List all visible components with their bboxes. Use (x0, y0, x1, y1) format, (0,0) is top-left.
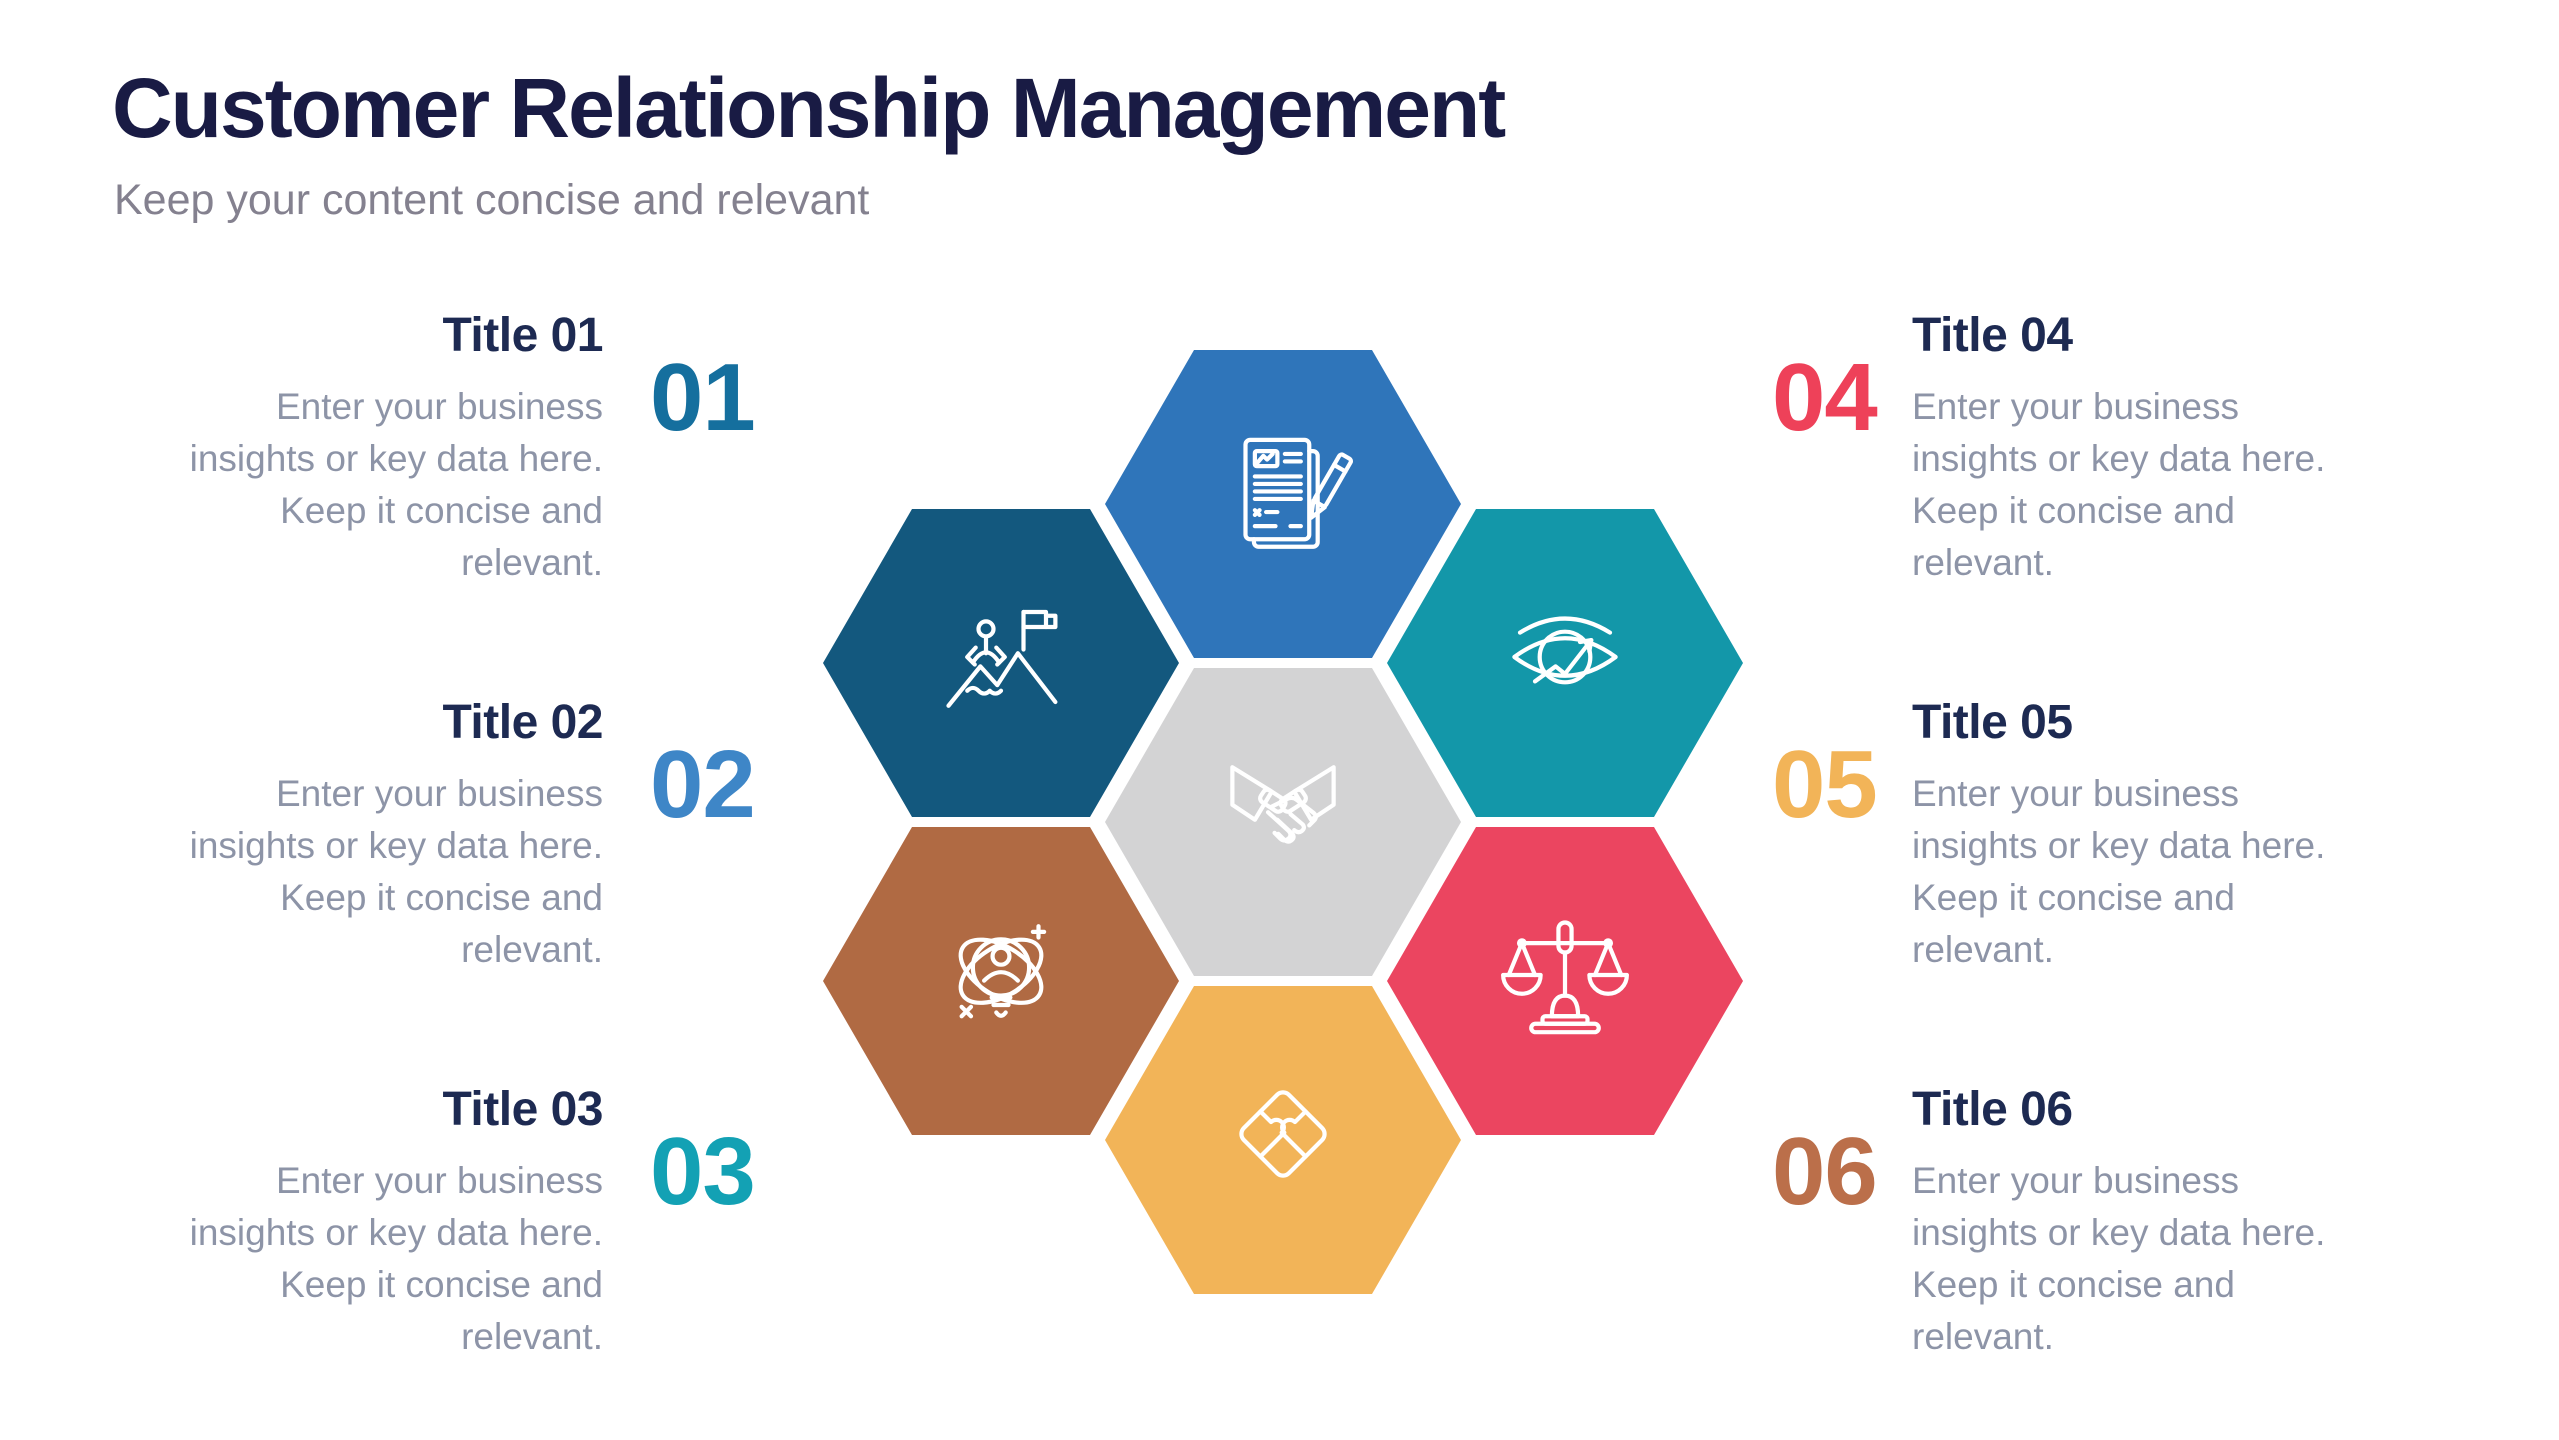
eye-growth-icon (1512, 616, 1618, 685)
item-06-number: 06 (1772, 1118, 1878, 1225)
item-06: 06 Title 06 Enter your business insights… (1772, 1082, 2492, 1363)
item-05: 05 Title 05 Enter your business insights… (1772, 695, 2492, 976)
item-02-number: 02 (650, 731, 756, 838)
item-02-text: Title 02 Enter your business insights or… (103, 695, 604, 976)
item-01-title: Title 01 (442, 309, 603, 362)
page-subtitle: Keep your content concise and relevant (114, 176, 870, 224)
item-01-text: Title 01 Enter your business insights or… (103, 308, 604, 589)
page-title: Customer Relationship Management (112, 61, 1506, 155)
item-01-description: Enter your business insights or key data… (189, 386, 603, 583)
hexagon-partnership (1105, 668, 1461, 976)
item-04-text: Title 04 Enter your business insights or… (1912, 308, 2472, 589)
item-03: Title 03 Enter your business insights or… (103, 1082, 893, 1363)
hexagon-integration (1105, 986, 1461, 1294)
item-01-number: 01 (650, 344, 756, 451)
item-02: Title 02 Enter your business insights or… (103, 695, 893, 976)
handshake-icon (1230, 765, 1336, 844)
item-06-title: Title 06 (1912, 1083, 2073, 1136)
item-03-text: Title 03 Enter your business insights or… (103, 1082, 604, 1363)
item-02-title: Title 02 (442, 696, 603, 749)
atom-bulb-icon (958, 924, 1047, 1019)
item-02-description: Enter your business insights or key data… (189, 773, 603, 970)
item-05-title: Title 05 (1912, 696, 2073, 749)
item-01: Title 01 Enter your business insights or… (103, 308, 893, 589)
item-03-number: 03 (650, 1118, 756, 1225)
mountain-flag-icon (946, 609, 1058, 708)
item-06-description: Enter your business insights or key data… (1912, 1160, 2326, 1357)
item-04-description: Enter your business insights or key data… (1912, 386, 2326, 583)
hexagon-balance (1387, 827, 1743, 1135)
hexagon-document (1105, 350, 1461, 658)
item-04-title: Title 04 (1912, 309, 2073, 362)
item-03-description: Enter your business insights or key data… (189, 1160, 603, 1357)
item-04: 04 Title 04 Enter your business insights… (1772, 308, 2492, 589)
item-05-text: Title 05 Enter your business insights or… (1912, 695, 2472, 976)
puzzle-icon (1239, 1090, 1327, 1178)
hexagon-vision (1387, 509, 1743, 817)
item-05-number: 05 (1772, 731, 1878, 838)
document-pencil-icon (1243, 437, 1354, 549)
item-06-text: Title 06 Enter your business insights or… (1912, 1082, 2472, 1363)
item-05-description: Enter your business insights or key data… (1912, 773, 2326, 970)
item-03-title: Title 03 (442, 1083, 603, 1136)
item-04-number: 04 (1772, 344, 1878, 451)
scales-icon (1501, 920, 1629, 1035)
